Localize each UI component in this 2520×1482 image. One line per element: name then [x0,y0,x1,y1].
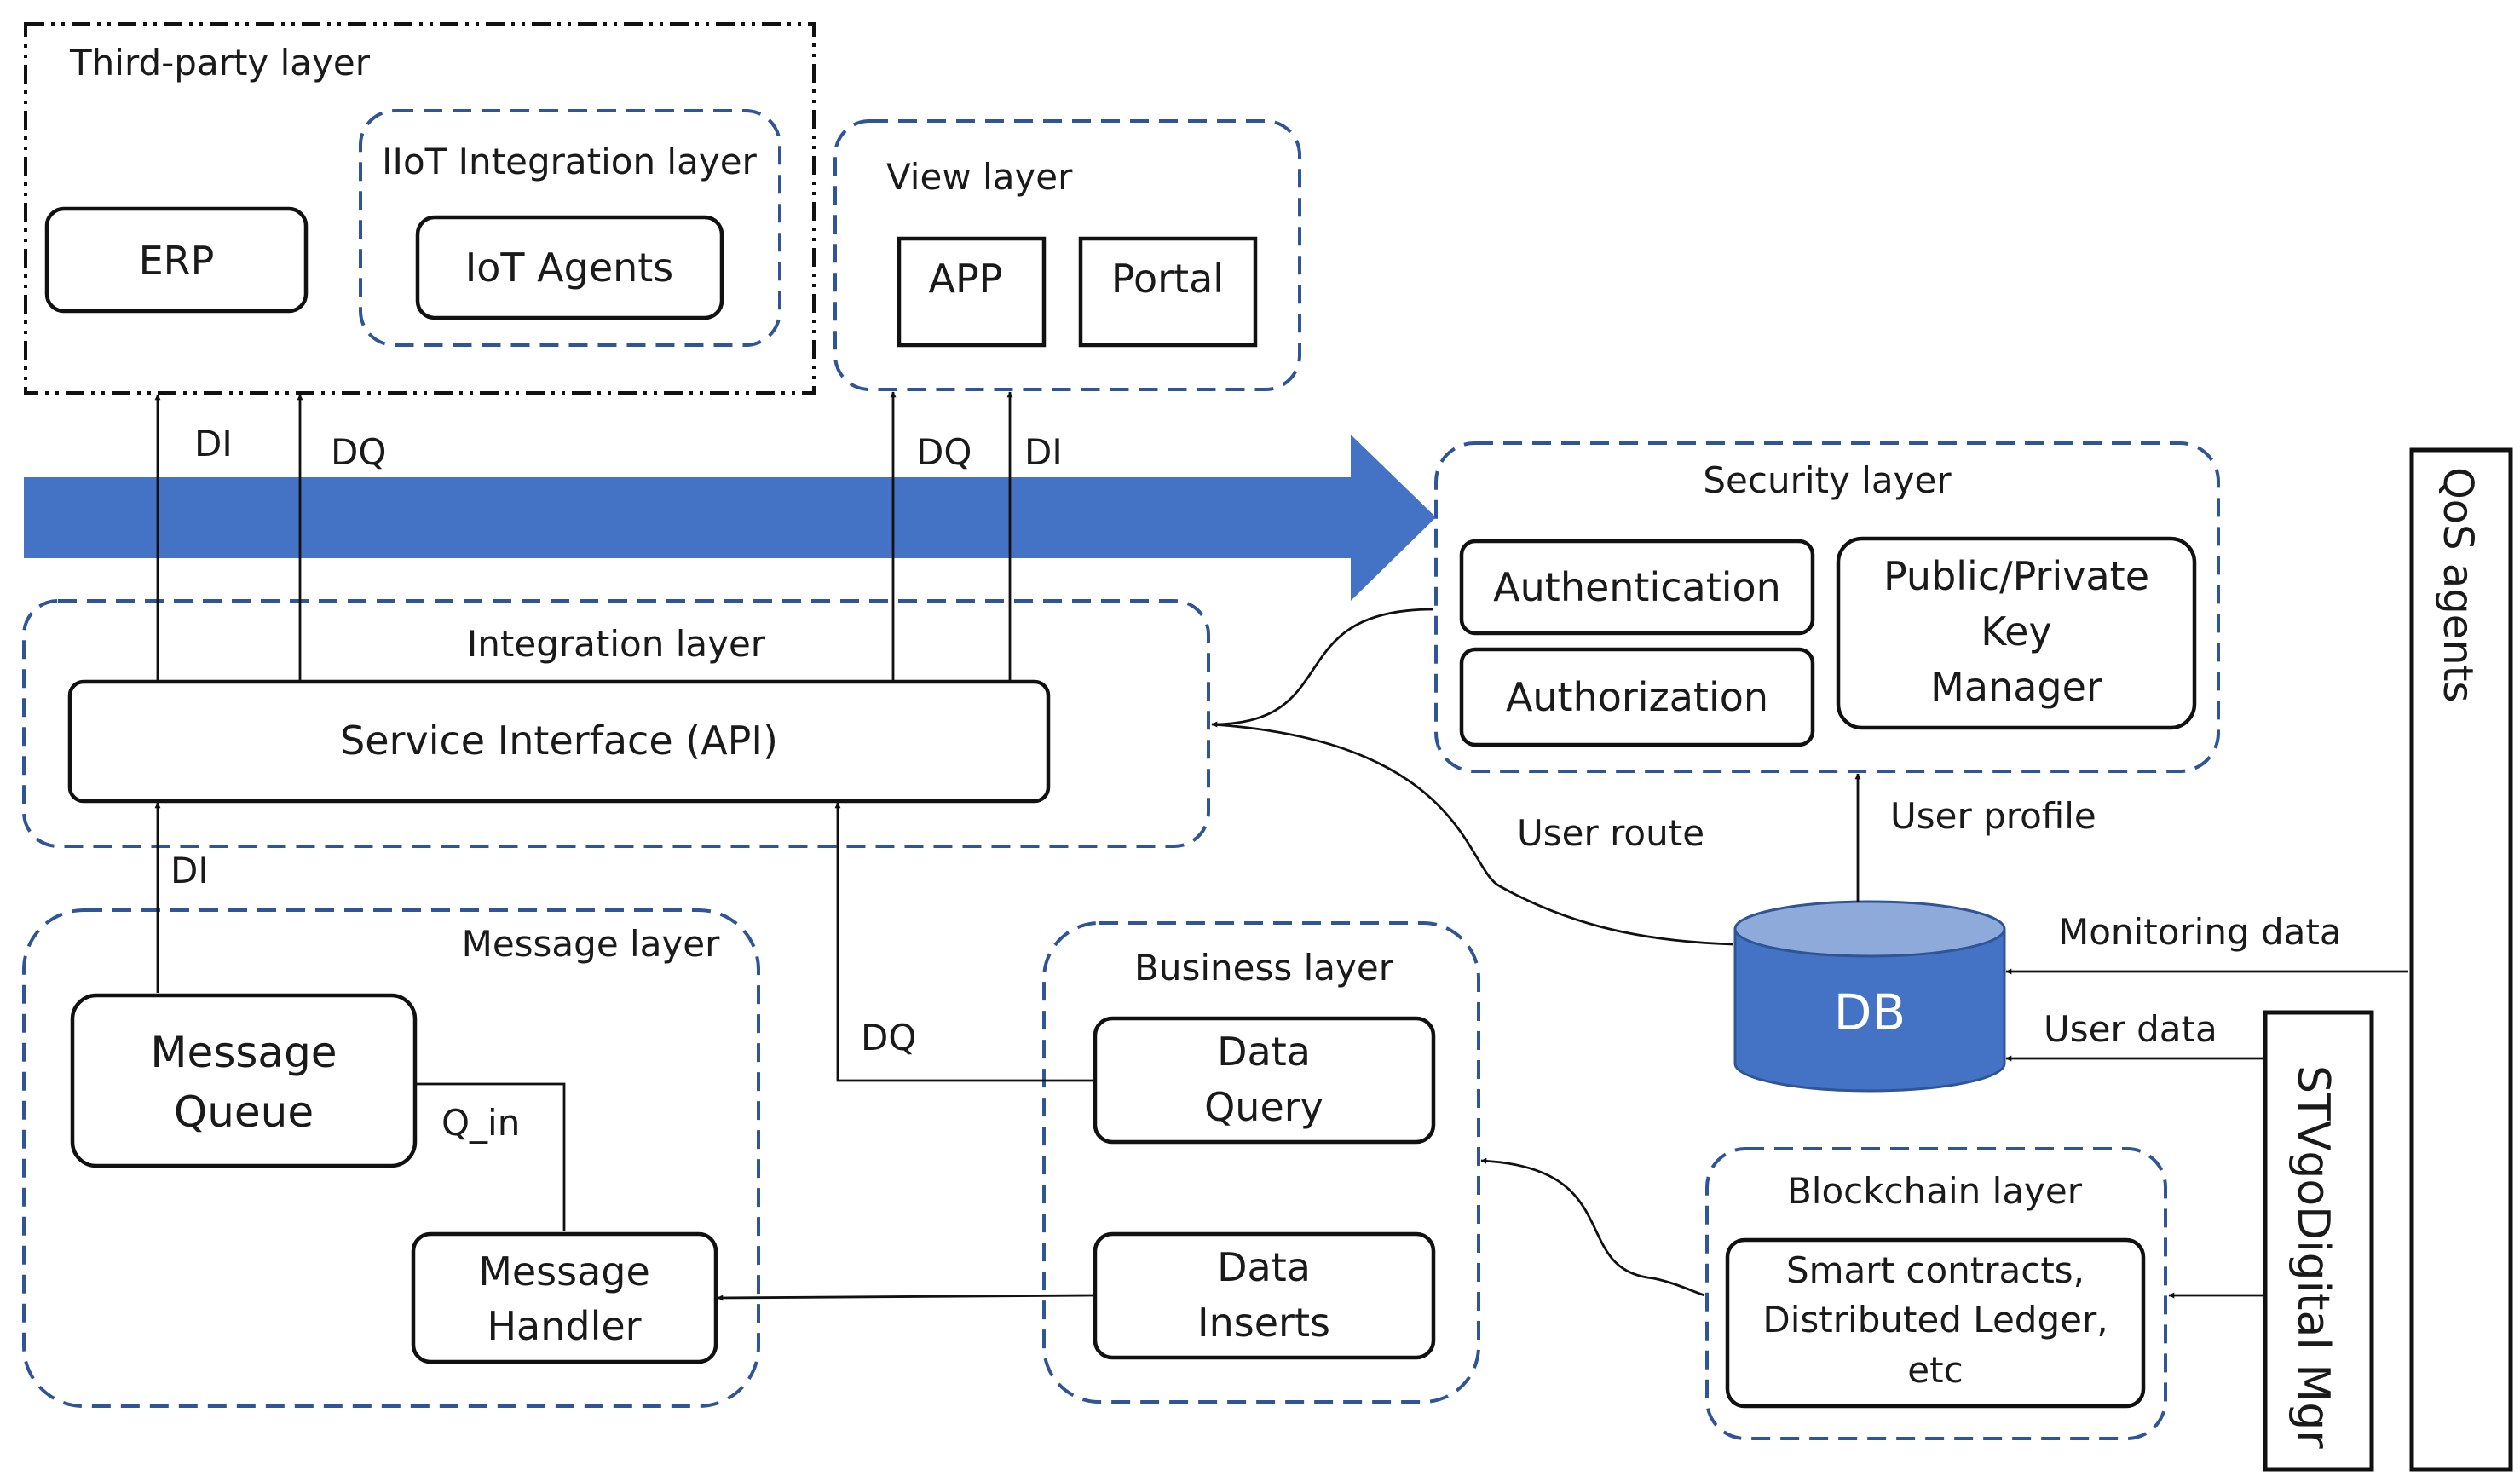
app-label: APP [929,256,1003,302]
iiot-integration-layer-label: IIoT Integration layer [382,141,757,182]
qos-agents-box: QoS agents [2409,447,2513,1472]
queue-handler-connector [416,1082,566,1231]
key-manager-label-line-3: Manager [1930,664,2102,710]
data-query-label-line-2: Query [1204,1084,1323,1130]
data-query-box: Data Query [1093,1016,1436,1145]
authorization-box: Authorization [1459,647,1815,747]
third-party-layer-label: Third-party layer [69,42,371,84]
message-handler-box: Message Handler [411,1231,718,1364]
business-layer-label: Business layer [1134,947,1394,989]
key-manager-label-line-2: Key [1981,608,2051,655]
erp-box: ERP [44,206,309,314]
portal-label: Portal [1111,256,1224,302]
user-route-label: User route [1517,812,1704,854]
smart-contracts-label-line-2: Distributed Ledger, [1762,1299,2108,1341]
view-layer-label: View layer [886,156,1073,198]
smart-contracts-box: Smart contracts, Distributed Ledger, etc [1725,1237,2146,1409]
integration-layer: Integration layer [22,599,1210,848]
api-security-connector [1211,608,1434,728]
blockchain-layer: Blockchain layer [1705,1147,2167,1440]
service-interface-box: Service Interface (API) [67,679,1051,804]
monitoring-data-label: Monitoring data [2058,911,2342,953]
blockchain-layer-label: Blockchain layer [1787,1170,2083,1212]
api-data-query-connector [834,802,1093,1082]
stvgo-mgr-box: STVgoDigital Mgr [2263,1010,2374,1472]
api-business-dq-label: DQ [861,1017,916,1058]
handler-inserts-connector [717,1294,1093,1301]
user-profile-label: User profile [1890,795,2096,837]
db-cylinder: DB [1733,900,2006,1093]
message-queue-box: Message Queue [70,993,418,1168]
data-inserts-label-line-1: Data [1217,1244,1311,1290]
message-handler-label-line-1: Message [478,1248,650,1295]
authentication-box: Authentication [1459,539,1815,636]
data-flow-arrow [24,435,1436,601]
message-layer-label: Message layer [462,923,721,965]
authorization-label: Authorization [1506,674,1768,720]
view-di-label: DI [1024,431,1063,473]
portal-box: Portal [1078,236,1258,348]
security-layer: Security layer [1434,441,2220,773]
api-db-user-route-connector [1211,723,1733,946]
qos-agents-label: QoS agents [2434,467,2482,703]
erp-label: ERP [139,238,215,284]
view-dq-label: DQ [916,431,972,473]
q-in-label: Q_in [441,1102,520,1144]
erp-di-label: DI [194,423,233,464]
data-query-label-line-1: Data [1217,1029,1311,1075]
iot-agents-label: IoT Agents [465,245,674,291]
key-manager-box: Public/Private Key Manager [1836,536,2197,730]
business-layer: Business layer [1042,921,1480,1404]
smart-contracts-label-line-1: Smart contracts, [1786,1249,2085,1291]
authentication-label: Authentication [1493,564,1781,610]
db-label: DB [1834,983,1906,1041]
smart-contracts-label-line-3: etc [1907,1349,1963,1391]
user-data-label: User data [2044,1008,2217,1050]
data-inserts-label-line-2: Inserts [1197,1300,1330,1346]
view-layer: View layer [833,119,1301,391]
iot-agents-box: IoT Agents [415,215,724,320]
security-layer-label: Security layer [1703,459,1952,501]
third-party-layer: Third-party layer [24,22,816,395]
api-mq-di-label: DI [170,850,209,891]
iot-dq-label: DQ [331,431,386,473]
business-blockchain-connector [1480,1157,1705,1297]
stvgo-mgr-label: STVgoDigital Mgr [2287,1065,2338,1449]
message-queue-label-line-2: Queue [174,1087,314,1137]
app-box: APP [897,236,1047,348]
message-layer: Message layer [22,908,760,1408]
iiot-integration-layer: IIoT Integration layer [359,109,781,347]
integration-layer-label: Integration layer [467,623,766,665]
data-inserts-box: Data Inserts [1093,1231,1436,1360]
message-queue-label-line-1: Message [150,1028,337,1077]
message-handler-label-line-2: Handler [487,1303,641,1349]
key-manager-label-line-1: Public/Private [1883,553,2149,599]
service-interface-label: Service Interface (API) [340,718,778,764]
